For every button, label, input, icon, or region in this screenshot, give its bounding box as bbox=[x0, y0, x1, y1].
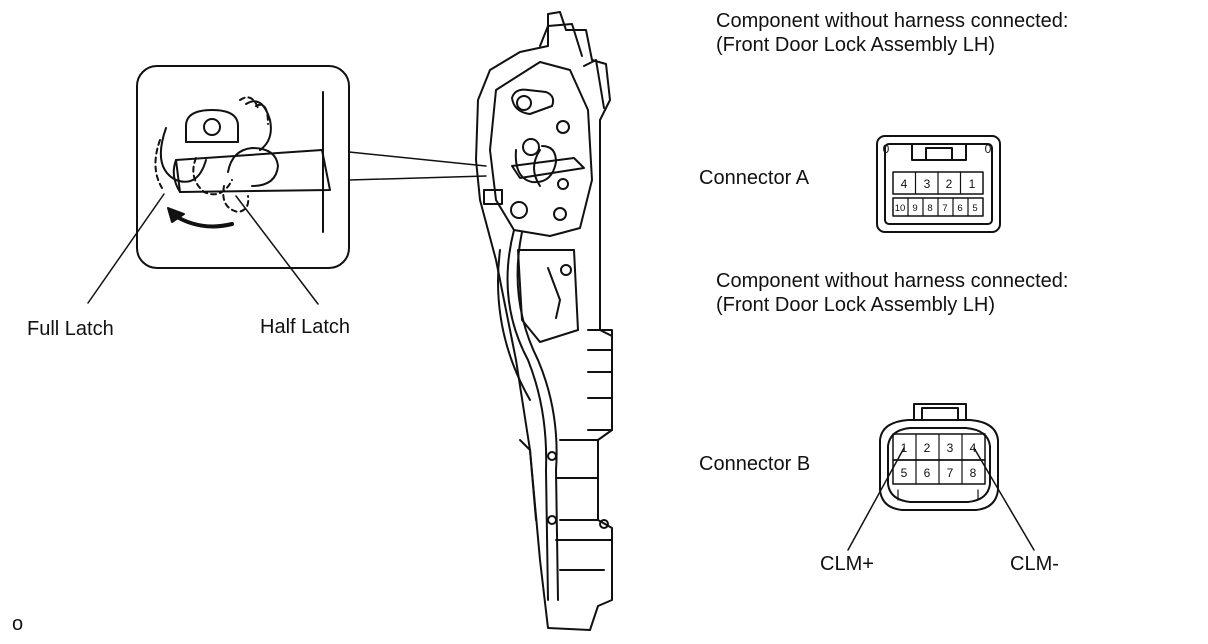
corner-mark: o bbox=[12, 613, 24, 635]
connector-a-pin: 3 bbox=[924, 177, 931, 191]
connector-a-corner-mark-left: 0 bbox=[883, 142, 890, 156]
connector-a-pin: 5 bbox=[972, 203, 977, 214]
connector-b-pin: 4 bbox=[970, 441, 977, 455]
connector-a-pin: 8 bbox=[927, 203, 932, 214]
connector-b-heading-line2: (Front Door Lock Assembly LH) bbox=[716, 294, 995, 316]
connector-a-pin-labels: 0 0 4 3 2 1 10 9 8 7 6 5 bbox=[883, 142, 992, 214]
half-latch-label: Half Latch bbox=[260, 316, 351, 338]
connector-a-pin: 2 bbox=[946, 177, 953, 191]
half-latch-leader bbox=[235, 195, 319, 305]
connector-a-label: Connector A bbox=[699, 167, 810, 189]
connector-b-pin: 5 bbox=[901, 466, 908, 480]
clm-minus-label: CLM- bbox=[1010, 553, 1059, 575]
connector-b-pin: 7 bbox=[947, 466, 954, 480]
connector-a-heading-line1: Component without harness connected: bbox=[716, 10, 1069, 32]
connector-b-heading-line1: Component without harness connected: bbox=[716, 270, 1069, 292]
connector-b-pin-labels: 1 2 3 4 5 6 7 8 bbox=[901, 441, 977, 480]
connector-a-heading: Component without harness connected: (Fr… bbox=[716, 9, 1068, 57]
connector-a-pin: 1 bbox=[969, 177, 976, 191]
connector-a-pin: 10 bbox=[895, 203, 906, 214]
connector-a-pin: 7 bbox=[942, 203, 947, 214]
connector-b-heading: Component without harness connected: (Fr… bbox=[716, 269, 1068, 317]
connector-b-pin: 3 bbox=[947, 441, 954, 455]
connector-b-pin: 2 bbox=[924, 441, 931, 455]
connector-a-drawing bbox=[876, 135, 1001, 233]
connector-a-pin: 6 bbox=[957, 203, 962, 214]
connector-b-drawing bbox=[847, 403, 1035, 551]
connector-b-pin: 6 bbox=[924, 466, 931, 480]
clm-plus-label: CLM+ bbox=[820, 553, 874, 575]
full-latch-label: Full Latch bbox=[27, 318, 114, 340]
connector-b-pin: 1 bbox=[901, 441, 908, 455]
connector-b-pin: 8 bbox=[970, 466, 977, 480]
connector-a-pin: 9 bbox=[912, 203, 917, 214]
connector-a-corner-mark-right: 0 bbox=[985, 142, 992, 156]
full-latch-leader bbox=[87, 193, 165, 304]
latch-zoom-callout bbox=[136, 65, 487, 269]
connector-a-heading-line2: (Front Door Lock Assembly LH) bbox=[716, 34, 995, 56]
door-lock-assembly bbox=[475, 11, 613, 631]
connector-a-pin: 4 bbox=[901, 177, 908, 191]
connector-b-label: Connector B bbox=[699, 453, 811, 475]
